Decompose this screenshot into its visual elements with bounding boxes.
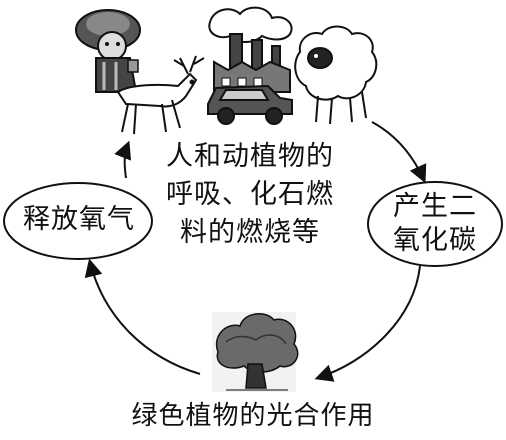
center-text-line-2: 呼吸、化石燃 <box>166 179 334 210</box>
tree-icon <box>212 312 299 392</box>
produce-co2-line-2: 氧化碳 <box>393 225 477 256</box>
center-process-text: 人和动植物的 呼吸、化石燃 料的燃烧等 <box>130 138 370 252</box>
deer-icon <box>116 55 205 135</box>
arrow-produce-co2-to-tree <box>314 265 421 382</box>
person-icon <box>75 9 141 93</box>
car-icon <box>207 84 293 125</box>
center-text-line-1: 人和动植物的 <box>166 141 334 172</box>
produce-co2-ellipse <box>367 181 503 267</box>
arrow-tree-to-release-oxygen <box>84 258 201 375</box>
release-oxygen-label: 释放氧气 <box>23 204 135 235</box>
arrow-top-to-produce-co2 <box>371 121 427 184</box>
factory-icon <box>208 6 293 93</box>
sheep-icon <box>294 25 378 125</box>
produce-co2-line-1: 产生二 <box>393 191 477 222</box>
center-text-line-3: 料的燃烧等 <box>180 217 320 248</box>
release-oxygen-ellipse <box>3 182 153 260</box>
arrow-release-oxygen-to-top <box>114 140 132 179</box>
produce-co2-label: 产生二 氧化碳 <box>368 190 502 258</box>
photosynthesis-caption: 绿色植物的光合作用 <box>131 401 375 431</box>
